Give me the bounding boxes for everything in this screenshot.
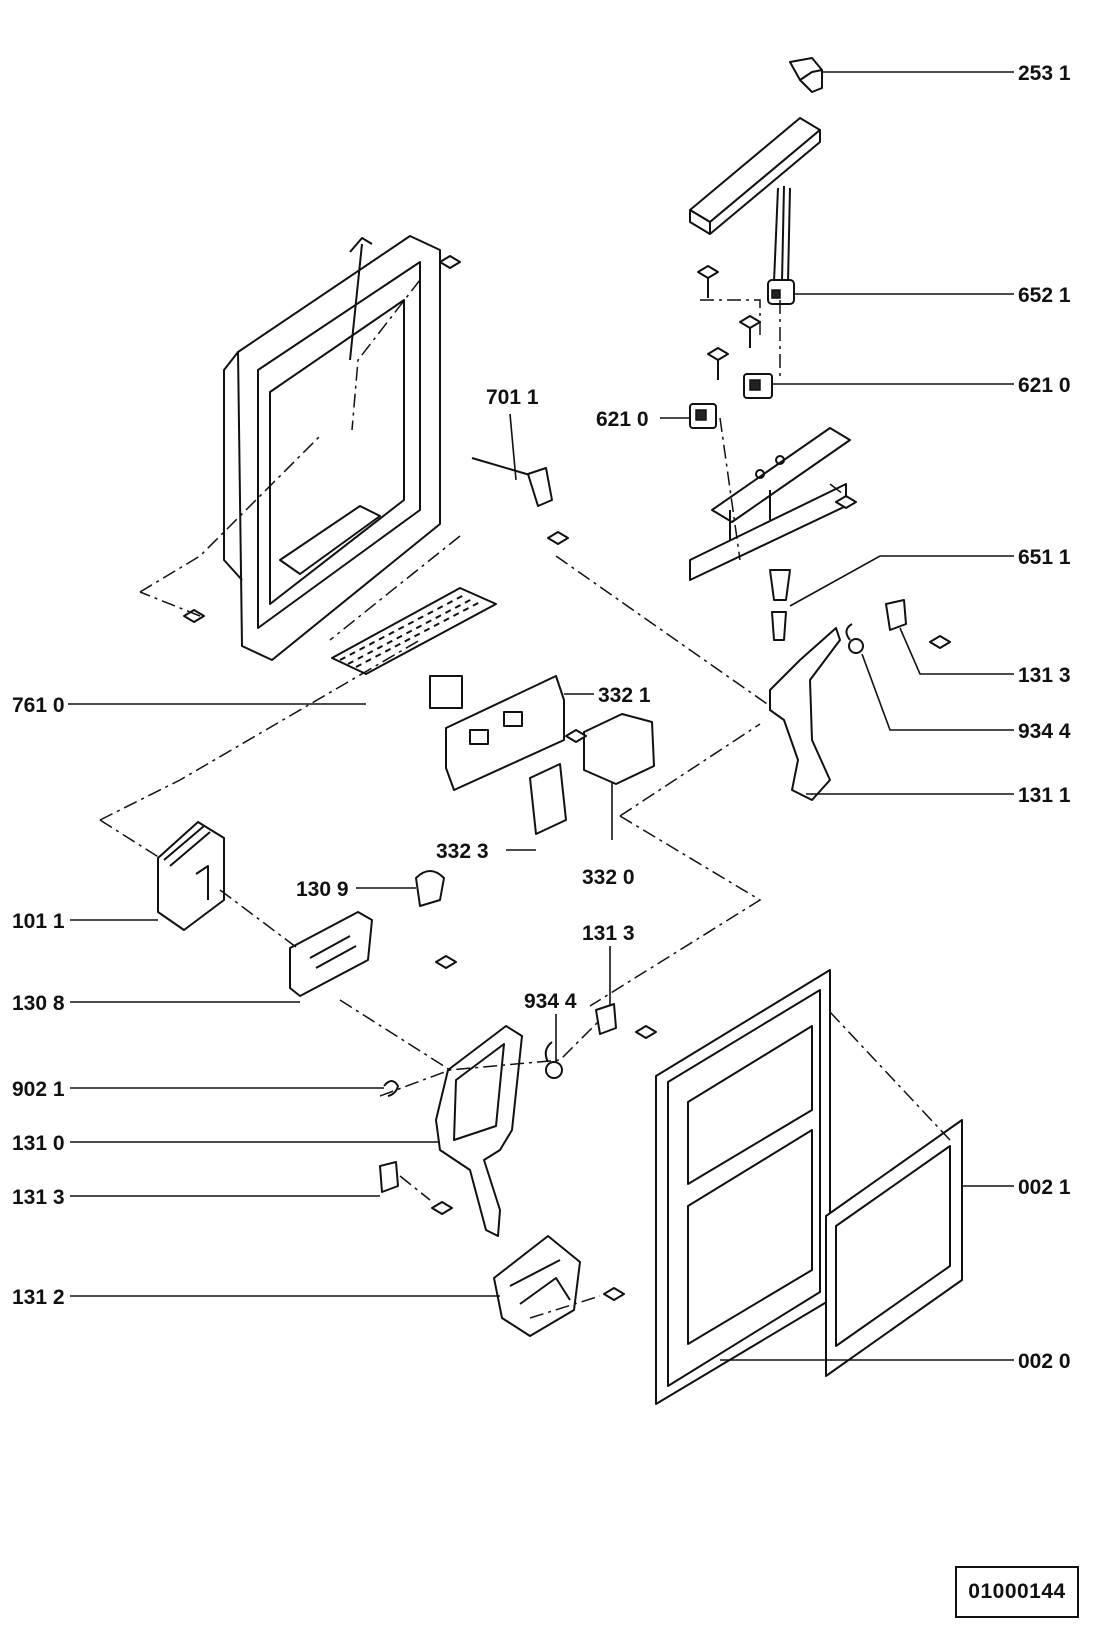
callout-651-1: 651 1 xyxy=(1018,546,1071,569)
callout-131-3-top: 131 3 xyxy=(1018,664,1071,687)
screw-icon-set xyxy=(183,255,857,1301)
part-grille-761-0 xyxy=(331,587,497,709)
part-bracket-131-3-mid xyxy=(595,1003,617,1035)
assembly-lines xyxy=(99,279,951,1319)
callout-761-0: 761 0 xyxy=(12,694,65,717)
part-130-9 xyxy=(415,870,445,907)
part-cup-131-2 xyxy=(493,1235,581,1337)
callout-002-0: 002 0 xyxy=(1018,1350,1071,1373)
screw-icon xyxy=(697,265,761,380)
callout-131-3-lower: 131 3 xyxy=(12,1186,65,1209)
callout-701-1: 701 1 xyxy=(486,386,539,409)
part-cover-332-0 xyxy=(583,713,655,785)
part-clip-902-1 xyxy=(383,1080,399,1097)
callout-131-1: 131 1 xyxy=(1018,784,1071,807)
part-spring-934-4-top xyxy=(845,623,864,654)
part-block-101-1 xyxy=(157,821,225,931)
callout-332-0: 332 0 xyxy=(582,866,635,889)
part-plate-332-1 xyxy=(445,675,565,791)
callout-131-3-mid: 131 3 xyxy=(582,922,635,945)
part-panel-002-1 xyxy=(825,1119,963,1377)
callout-130-8: 130 8 xyxy=(12,992,65,1015)
callout-934-4-top: 934 4 xyxy=(1018,720,1071,743)
part-spring-934-4-lower xyxy=(544,1041,563,1079)
callout-131-0: 131 0 xyxy=(12,1132,65,1155)
callout-934-4-mid: 934 4 xyxy=(524,990,577,1013)
callout-130-9: 130 9 xyxy=(296,878,349,901)
callout-labels: 253 1 652 1 621 0 621 0 701 1 651 1 131 … xyxy=(12,62,1071,1373)
part-rod-701-1 xyxy=(471,457,553,507)
part-plate-332-3 xyxy=(529,763,567,835)
reference-number-box: 01000144 xyxy=(955,1566,1079,1618)
part-clip-253-1 xyxy=(789,57,823,93)
callout-131-2: 131 2 xyxy=(12,1286,65,1309)
leader-lines xyxy=(68,71,1014,1361)
part-switch-621-0 xyxy=(689,373,773,429)
callout-621-0-left: 621 0 xyxy=(596,408,649,431)
part-channel-bar xyxy=(689,117,821,235)
part-housing xyxy=(223,235,441,661)
callout-621-0-right: 621 0 xyxy=(1018,374,1071,397)
callout-253-1: 253 1 xyxy=(1018,62,1071,85)
part-bracket-131-3-lower xyxy=(379,1161,399,1193)
callout-332-3: 332 3 xyxy=(436,840,489,863)
part-arm-131-0 xyxy=(435,1025,523,1237)
part-651-1 xyxy=(769,569,791,641)
callout-332-1: 332 1 xyxy=(598,684,651,707)
part-bracket-131-3-top xyxy=(885,599,951,649)
callout-652-1: 652 1 xyxy=(1018,284,1071,307)
callout-902-1: 902 1 xyxy=(12,1078,65,1101)
callout-101-1: 101 1 xyxy=(12,910,65,933)
part-switch-bracket xyxy=(689,427,851,581)
part-connector-652-1 xyxy=(767,185,795,305)
part-door-panel-002-0 xyxy=(655,969,831,1405)
part-assembly-130-8 xyxy=(289,911,373,997)
part-lever-131-1 xyxy=(769,627,841,801)
callout-002-1: 002 1 xyxy=(1018,1176,1071,1199)
